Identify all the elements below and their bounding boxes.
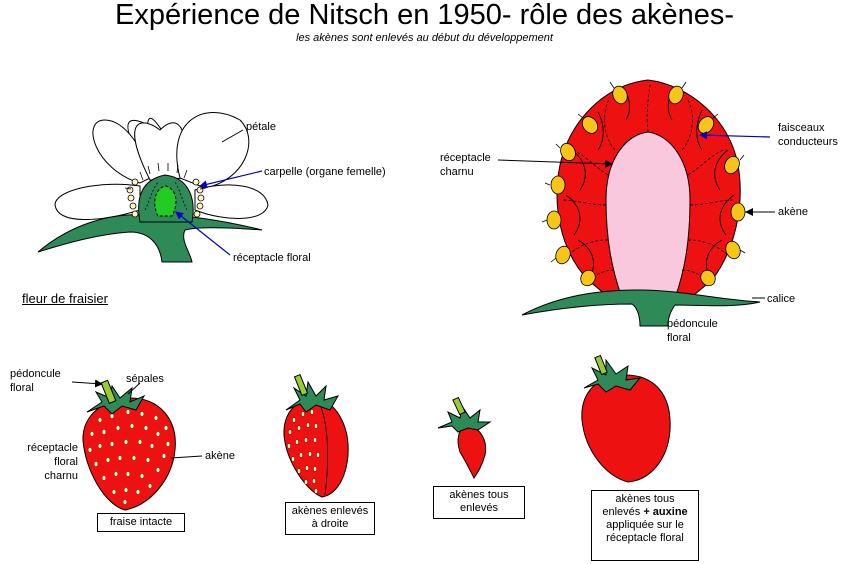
label-faisceaux-line2: conducteurs bbox=[778, 136, 838, 148]
strawberry-flower-drawing bbox=[37, 112, 269, 263]
label-petale: pétale bbox=[246, 121, 276, 133]
label-receptacle-left-line1: réceptacle bbox=[27, 442, 78, 454]
caption-auxine-line3: appliquée sur le bbox=[606, 519, 684, 531]
label-pedoncule-right-line2: floral bbox=[667, 332, 691, 344]
caption-auxine: akènes tous enlevés + auxine appliquée s… bbox=[591, 490, 699, 561]
label-pedoncule-right-line1: pédoncule bbox=[667, 318, 718, 330]
label-calice: calice bbox=[767, 293, 796, 305]
page-title: Expérience de Nitsch en 1950- rôle des a… bbox=[114, 0, 735, 31]
strawberry-intact-drawing bbox=[82, 379, 176, 511]
label-fleur-de-fraisier: fleur de fraisier bbox=[22, 291, 108, 306]
caption-akenes-tous: akènes tous enlevés bbox=[433, 486, 525, 519]
strawberry-cross-section-drawing bbox=[521, 79, 761, 327]
caption-akenes-droite-line1: akènes enlevés bbox=[291, 505, 369, 517]
label-akene-left: akène bbox=[205, 450, 235, 462]
label-receptacle-left-line2: floral bbox=[54, 456, 78, 468]
caption-fraise-intacte: fraise intacte bbox=[97, 513, 185, 532]
caption-auxine-line4: réceptacle floral bbox=[606, 532, 684, 544]
strawberry-auxin-drawing bbox=[581, 354, 671, 483]
strawberry-half-drawing bbox=[283, 373, 349, 498]
page-subtitle: les akènes sont enlevés au début du déve… bbox=[296, 32, 553, 44]
label-receptacle-charnu-line2: charnu bbox=[440, 166, 474, 178]
label-pedoncule-left-line2: floral bbox=[10, 382, 34, 394]
caption-fraise-intacte-text: fraise intacte bbox=[109, 516, 173, 528]
strawberry-small-drawing bbox=[437, 396, 492, 479]
caption-auxine-line2a: enlevés bbox=[602, 506, 644, 518]
flower-label-lines bbox=[175, 129, 263, 256]
caption-auxine-line2: enlevés + auxine bbox=[595, 506, 695, 519]
label-receptacle-floral: réceptacle floral bbox=[233, 252, 311, 264]
caption-akenes-tous-line2: enlevés bbox=[460, 502, 498, 514]
label-carpelle: carpelle (organe femelle) bbox=[264, 166, 386, 178]
caption-akenes-tous-line1: akènes tous bbox=[449, 489, 509, 501]
label-receptacle-charnu-line1: réceptacle bbox=[440, 152, 491, 164]
label-sepales: sépales bbox=[126, 373, 164, 385]
label-akene-right: akène bbox=[778, 206, 808, 218]
label-receptacle-left-line3: charnu bbox=[44, 470, 78, 482]
label-pedoncule-left-line1: pédoncule bbox=[10, 368, 61, 380]
caption-auxine-line1: akènes tous bbox=[615, 493, 675, 505]
caption-auxine-keyword: + auxine bbox=[643, 506, 688, 518]
label-faisceaux-line1: faisceaux bbox=[778, 122, 825, 134]
cross-section-label-lines bbox=[497, 131, 775, 299]
caption-akenes-droite-line2: à droite bbox=[311, 518, 349, 530]
intact-label-lines bbox=[71, 379, 203, 459]
caption-akenes-droite: akènes enlevés à droite bbox=[285, 502, 375, 535]
